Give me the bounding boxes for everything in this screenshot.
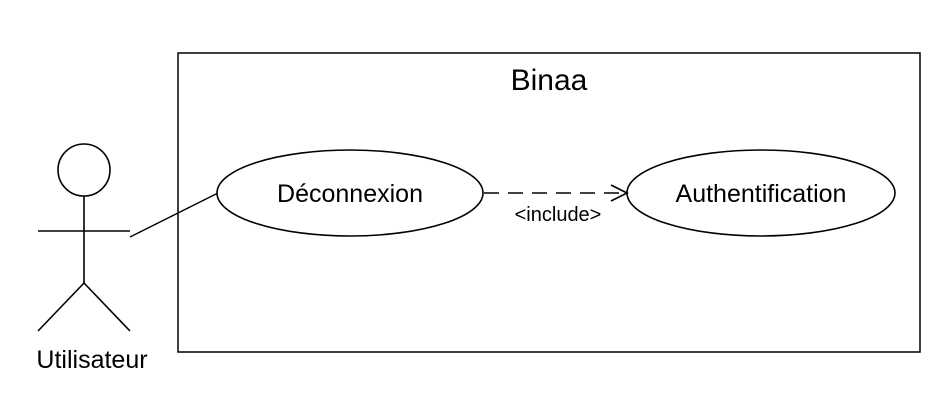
- system-boundary: [177, 52, 921, 353]
- usecase-deconnexion-shape: [216, 149, 484, 237]
- include-label: <include>: [515, 204, 602, 226]
- usecase-deconnexion-label: Déconnexion: [277, 180, 423, 208]
- system-title: Binaa: [511, 64, 588, 97]
- actor-label: Utilisateur: [36, 346, 147, 374]
- actor-utilisateur[interactable]: Utilisateur: [36, 143, 148, 374]
- association-line: [129, 192, 219, 238]
- actor-left-leg: [37, 282, 85, 332]
- actor-head: [57, 143, 111, 197]
- usecase-deconnexion[interactable]: Déconnexion: [216, 149, 484, 237]
- usecase-authentification-label: Authentification: [676, 180, 847, 208]
- actor-right-leg: [83, 282, 131, 332]
- usecase-authentification[interactable]: Authentification: [626, 149, 896, 237]
